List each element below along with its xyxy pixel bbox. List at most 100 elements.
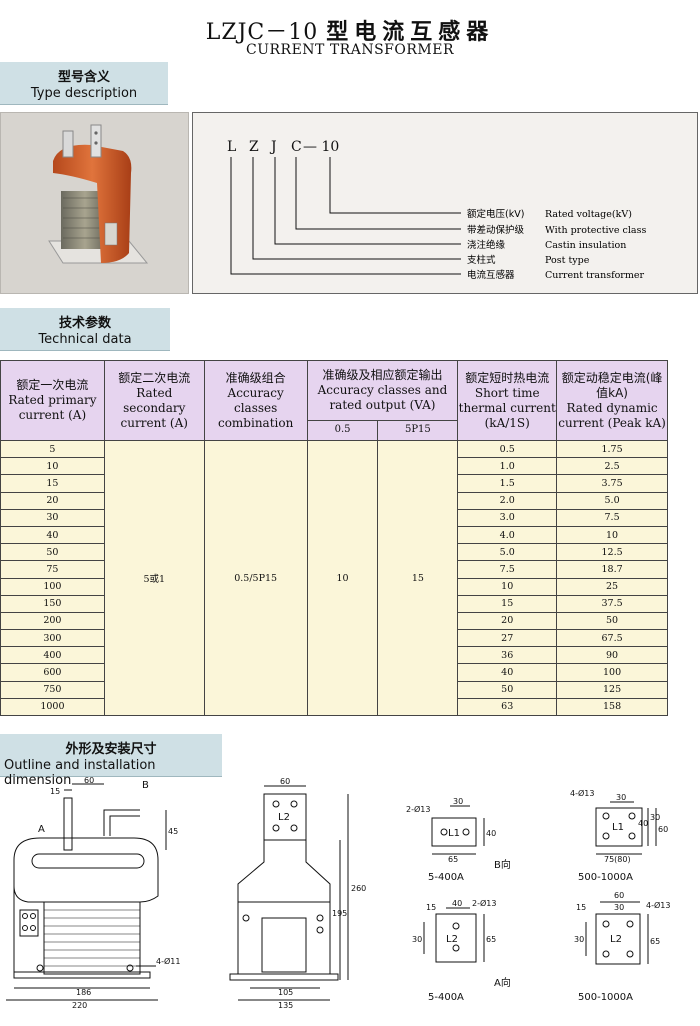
header-output-cn: 准确级及相应额定输出 [322,368,443,382]
label-a-view: A向 [494,976,511,989]
cell-thermal: 27 [457,629,558,648]
cell-primary: 600 [0,663,105,682]
dim-front-45: 45 [168,827,178,836]
dim-b-small-30: 30 [453,797,463,806]
cell-primary: 100 [0,577,105,596]
b-view-small-drawing [431,805,485,855]
code-item-en-1: With protective class [545,225,646,236]
code-rated-voltage: — 10 [303,139,339,155]
dim-b-large-30b: 30 [650,813,660,822]
cell-thermal: 3.0 [457,508,558,527]
table-row: 5 5或1 0.5/5P15 10 15 0.5 1.75 [0,439,668,716]
header-output-5p15: 5P15 [377,420,459,441]
title-model: LZJC－10 [205,20,319,45]
cell-primary: 5 [0,439,105,459]
cell-primary: 15 [0,474,105,493]
cell-thermal: 2.0 [457,491,558,510]
dim-front-220: 220 [72,1001,87,1010]
view-arrow-a: A [38,824,45,835]
dim-b-large-40: 40 [638,819,648,828]
cell-dynamic: 25 [556,577,668,596]
header-primary-en: Rated primary current (A) [8,393,97,422]
cell-thermal: 1.0 [457,457,558,476]
label-a-large-range: 500-1000A [578,992,633,1003]
type-code-diagram: L Z J C — 10 额定电压(kV) Rated voltage(kV) … [227,139,646,281]
header-output: 准确级及相应额定输出 Accuracy classes and rated ou… [306,360,459,421]
header-output-0.5: 0.5 [306,420,379,441]
dim-b-large-30: 30 [616,793,626,802]
dim-side-60: 60 [280,777,290,786]
cell-dynamic: 125 [556,680,668,699]
dim-side-105: 105 [278,988,293,997]
cell-primary: 1000 [0,697,105,717]
header-output-en: Accuracy classes and rated output (VA) [317,383,448,412]
dim-b-large-60: 60 [658,825,668,834]
header-dynamic-en: Rated dynamic current (Peak kA) [558,400,666,430]
section-tab-technical-data: 技术参数 Technical data [0,308,170,351]
dim-front-hole: 4-Ø11 [156,956,180,966]
header-thermal-cn: 额定短时热电流 [465,370,550,385]
dim-a-small-holes: 2-Ø13 [472,898,496,908]
code-item-cn-1: 带差动保护级 [467,224,525,236]
dim-front-60: 60 [84,776,94,785]
header-accuracy-en: Accuracy classes combination [217,385,294,430]
dim-b-small-holes: 2-Ø13 [406,804,430,814]
side-view-drawing [229,785,349,1001]
header-accuracy: 准确级组合 Accuracy classes combination [203,360,308,441]
label-a-large-l2: L2 [610,934,622,945]
section-tab-outline: 外形及安装尺寸 Outline and installation dimensi… [0,734,222,788]
code-letter-l: L [227,139,236,155]
dim-a-small-65: 65 [486,935,496,944]
header-thermal: 额定短时热电流 Short time thermal current (kA/1… [457,360,558,441]
dim-b-small-65: 65 [448,855,458,864]
cell-dynamic: 67.5 [556,629,668,648]
cell-dynamic: 100 [556,663,668,682]
code-item-cn-0: 额定电压(kV) [467,208,524,220]
code-item-en-2: Castin insulation [545,240,626,251]
label-a-small-l2: L2 [446,934,458,945]
cell-thermal: 4.0 [457,525,558,545]
cell-thermal: 40 [457,663,558,682]
label-side-l2: L2 [278,812,290,823]
b-view-small-dimensions: 2-Ø13 30 40 65 L1 B向 5-400A [406,797,511,883]
cell-dynamic: 18.7 [556,560,668,579]
cell-thermal: 63 [457,697,558,717]
cell-thermal: 15 [457,594,558,613]
type-code-panel: L Z J C — 10 额定电压(kV) Rated voltage(kV) … [192,112,698,294]
cell-dynamic: 37.5 [556,594,668,613]
dim-a-large-15: 15 [576,903,586,912]
cell-thermal: 7.5 [457,560,558,579]
transformer-photo-illustration [48,124,149,264]
cell-primary: 400 [0,646,105,665]
dim-b-small-40: 40 [486,829,496,838]
dim-b-large-width: 75(80) [604,855,631,864]
dim-a-small-15: 15 [426,903,436,912]
dim-side-135: 135 [278,1001,293,1010]
product-photo [0,112,189,294]
code-letter-c: C [291,139,302,155]
cell-dynamic: 7.5 [556,508,668,527]
cell-primary: 150 [0,594,105,613]
cell-thermal: 36 [457,646,558,665]
a-view-large-drawing [585,901,649,965]
label-b-small-range: 5-400A [428,872,464,883]
code-item-cn-4: 电流互感器 [467,269,515,281]
section-tab-cn: 外形及安装尺寸 [65,742,157,757]
header-thermal-en: Short time thermal current (kA/1S) [458,385,556,430]
section-tab-en: Outline and installation dimension [4,758,156,788]
header-secondary-en: Rated secondary current (A) [120,385,188,430]
cell-primary: 10 [0,457,105,476]
header-secondary: 额定二次电流 Rated secondary current (A) [103,360,205,441]
cell-thermal: 1.5 [457,474,558,493]
header-primary: 额定一次电流 Rated primary current (A) [0,360,105,441]
b-view-large-drawing [595,801,657,855]
